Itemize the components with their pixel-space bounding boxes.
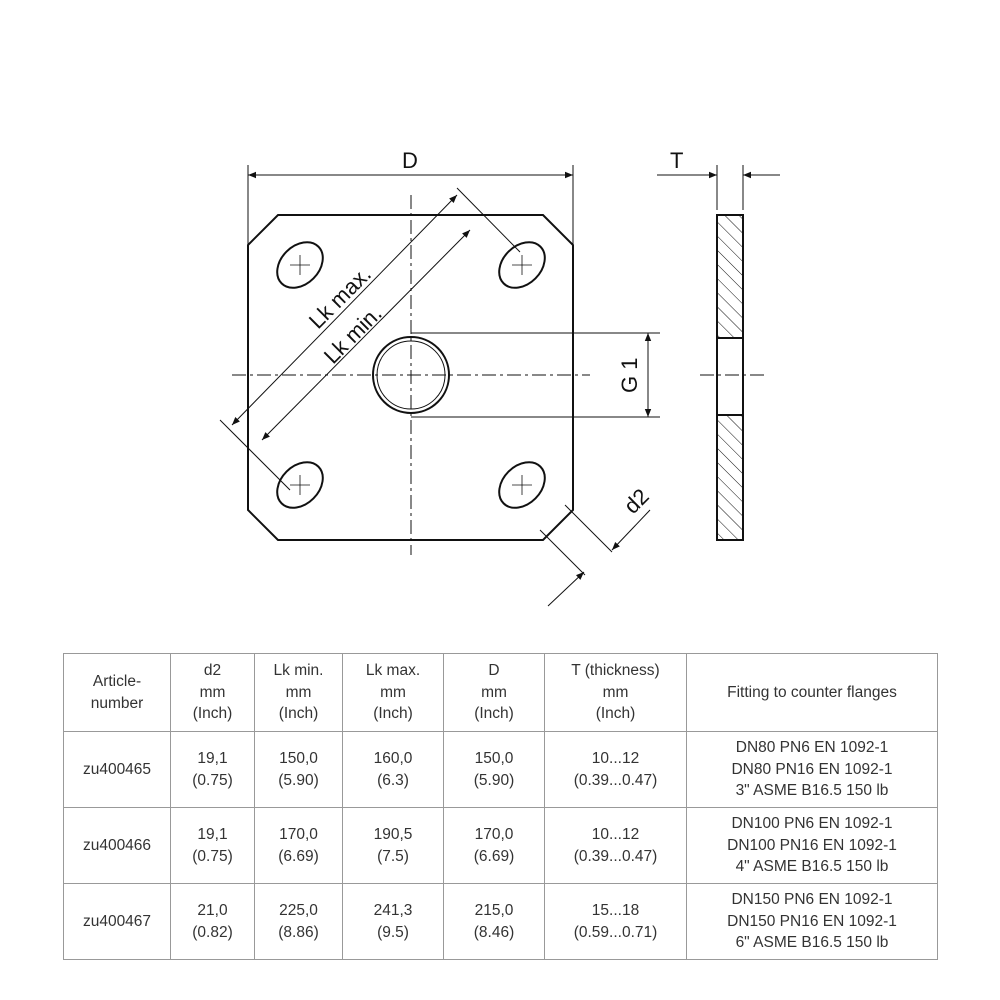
cell-lkmax: 190,5(7.5): [342, 807, 444, 884]
header-fitting: Fitting to counter flanges: [686, 653, 938, 732]
dim-label-T: T: [670, 148, 683, 173]
cell-D: 170,0(6.69): [443, 807, 545, 884]
header-article: Article-number: [63, 653, 171, 732]
cell-T: 10...12(0.39...0.47): [544, 731, 687, 808]
cell-article: zu400465: [63, 731, 171, 808]
cell-d2: 19,1(0.75): [170, 807, 255, 884]
cell-d2: 19,1(0.75): [170, 731, 255, 808]
cell-article: zu400467: [63, 883, 171, 960]
dim-label-D: D: [402, 148, 418, 173]
header-lkmax: Lk max.mm(Inch): [342, 653, 444, 732]
table-row: zu400466 19,1(0.75) 170,0(6.69) 190,5(7.…: [63, 807, 938, 884]
dim-label-d2: d2: [619, 484, 654, 519]
dim-label-G1: G 1: [617, 358, 642, 393]
cell-d2: 21,0(0.82): [170, 883, 255, 960]
header-lkmin: Lk min.mm(Inch): [254, 653, 343, 732]
cell-lkmin: 170,0(6.69): [254, 807, 343, 884]
cell-lkmax: 241,3(9.5): [342, 883, 444, 960]
cell-lkmin: 225,0(8.86): [254, 883, 343, 960]
cell-D: 215,0(8.46): [443, 883, 545, 960]
cell-article: zu400466: [63, 807, 171, 884]
flange-plate-drawing: D T Lk max. Lk min. G 1 d2: [219, 148, 780, 607]
side-view-upper: [716, 214, 744, 339]
header-T: T (thickness)mm(Inch): [544, 653, 687, 732]
cell-T: 15...18(0.59...0.71): [544, 883, 687, 960]
side-view-lower: [716, 414, 744, 541]
cell-lkmax: 160,0(6.3): [342, 731, 444, 808]
cell-T: 10...12(0.39...0.47): [544, 807, 687, 884]
cell-lkmin: 150,0(5.90): [254, 731, 343, 808]
table-row: zu400467 21,0(0.82) 225,0(8.86) 241,3(9.…: [63, 883, 938, 960]
table-row: zu400465 19,1(0.75) 150,0(5.90) 160,0(6.…: [63, 731, 938, 808]
cell-D: 150,0(5.90): [443, 731, 545, 808]
